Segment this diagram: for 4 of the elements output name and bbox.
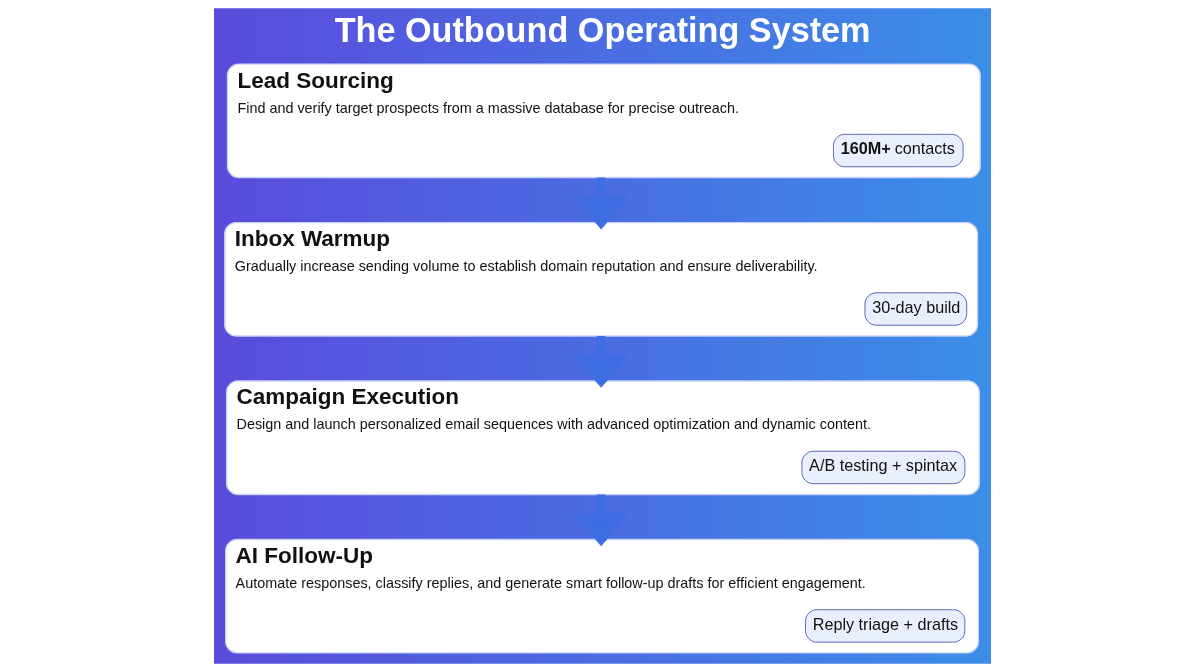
diagram-title: The Outbound Operating System bbox=[334, 10, 871, 49]
arrow bbox=[571, 177, 630, 230]
arrow bbox=[571, 494, 630, 547]
arrow bbox=[571, 336, 630, 388]
